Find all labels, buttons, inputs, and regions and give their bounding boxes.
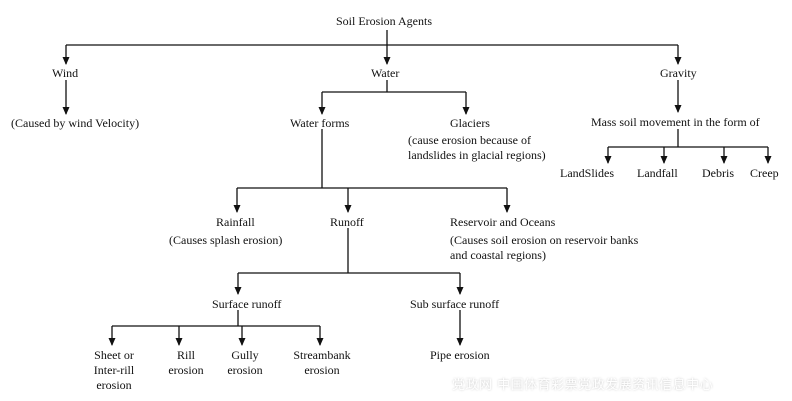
node-rainfall-note: (Causes splash erosion)	[169, 233, 283, 247]
node-glaciers-note: (cause erosion because of landslides in …	[408, 133, 546, 162]
node-wind-note: (Caused by wind Velocity)	[11, 116, 140, 130]
node-pipe-erosion: Pipe erosion	[430, 348, 490, 362]
node-glaciers: Glaciers	[450, 116, 490, 130]
node-mass-soil-movement: Mass soil movement in the form of	[591, 115, 760, 129]
node-landslides: LandSlides	[560, 166, 614, 180]
node-rainfall: Rainfall	[216, 215, 255, 229]
node-surface-runoff: Surface runoff	[212, 297, 282, 311]
node-creep: Creep	[750, 166, 779, 180]
watermark-text: 党政网 中国体育彩票党政发展资讯信息中心	[452, 378, 714, 393]
node-water-forms: Water forms	[290, 116, 350, 130]
node-streambank-erosion: Streambank erosion	[293, 348, 351, 377]
diagram-title: Soil Erosion Agents	[336, 14, 433, 28]
node-landfall: Landfall	[637, 166, 678, 180]
node-sub-surface-runoff: Sub surface runoff	[410, 297, 500, 311]
node-reservoir-oceans: Reservoir and Oceans	[450, 215, 556, 229]
node-water: Water	[371, 66, 400, 80]
node-wind: Wind	[52, 66, 79, 80]
node-sheet-erosion: Sheet or Inter-rill erosion	[93, 348, 135, 392]
node-reservoir-note: (Causes soil erosion on reservoir banks …	[450, 233, 639, 262]
node-runoff: Runoff	[330, 215, 364, 229]
node-gravity: Gravity	[660, 66, 697, 80]
node-rill-erosion: Rill erosion	[168, 348, 204, 377]
node-gully-erosion: Gully erosion	[227, 348, 263, 377]
node-debris: Debris	[702, 166, 734, 180]
